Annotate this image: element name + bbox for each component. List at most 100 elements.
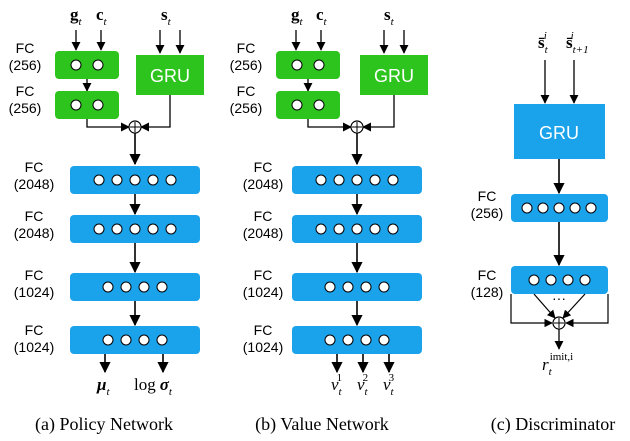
policy-neuron: [138, 334, 150, 346]
policy-neuron: [102, 334, 114, 346]
disc-neuron: [553, 202, 565, 214]
value-gru-block: [360, 55, 428, 95]
disc-neuron: [545, 274, 557, 286]
policy-merge-line-left: [86, 119, 130, 132]
disc-gru-block: [514, 104, 605, 159]
disc-caption: (c) Discriminator: [491, 414, 615, 435]
policy-neuron: [70, 99, 82, 111]
policy-neuron: [120, 281, 132, 293]
disc-sum-line-2: [562, 293, 586, 319]
policy-fc256-layer-1: [55, 51, 119, 79]
value-fc-units-1: (256): [230, 57, 263, 73]
policy-fc-units-3: (2048): [14, 176, 54, 192]
policy-fc256-layer-2: [55, 91, 119, 119]
value-caption: (b) Value Network: [255, 414, 389, 435]
disc-sum-line-1: [533, 293, 556, 319]
policy-fc-label-1: FC: [16, 40, 35, 56]
policy-fc-label-3: FC: [25, 159, 44, 175]
value-output-3: vt3: [383, 372, 395, 398]
policy-neuron: [111, 174, 123, 186]
policy-fc-label-4: FC: [25, 208, 44, 224]
policy-neuron: [120, 334, 132, 346]
policy-neuron: [147, 174, 159, 186]
disc-ellipsis: ···: [552, 290, 566, 306]
policy-fc-units-4: (2048): [14, 225, 54, 241]
value-neuron: [360, 281, 372, 293]
value-neuron: [360, 334, 372, 346]
disc-neuron: [537, 202, 549, 214]
policy-fc-label-6: FC: [25, 322, 44, 338]
disc-sum-line-left: [510, 294, 553, 328]
value-fc-label-1: FC: [237, 40, 256, 56]
discriminator-panel: s̄ti s̄t+1i GRU FC (256) FC (128) ···: [471, 30, 616, 435]
disc-fc-label-2: FC: [478, 267, 497, 283]
policy-input-context: ct: [96, 5, 108, 28]
policy-neuron: [102, 281, 114, 293]
disc-sum-line-right: [565, 294, 609, 328]
value-fc-label-5: FC: [254, 267, 273, 283]
policy-neuron: [70, 59, 82, 71]
value-fc-units-5: (1024): [243, 284, 283, 300]
policy-output-mu: μt: [96, 375, 110, 398]
value-neuron: [378, 334, 390, 346]
value-neuron: [387, 223, 399, 235]
value-fc-label-3: FC: [254, 159, 273, 175]
disc-fc128-layer: [511, 266, 608, 294]
policy-fc-label-5: FC: [25, 267, 44, 283]
policy-fc-label-2: FC: [16, 83, 35, 99]
value-neuron: [333, 174, 345, 186]
policy-neuron: [129, 174, 141, 186]
value-neuron: [291, 99, 303, 111]
value-merge-line-right: [362, 95, 395, 132]
value-fc-units-2: (256): [230, 100, 263, 116]
value-neuron: [351, 174, 363, 186]
value-input-state: st: [384, 5, 395, 28]
value-fc-units-4: (2048): [243, 225, 283, 241]
policy-neuron: [93, 223, 105, 235]
disc-gru-label: GRU: [539, 123, 579, 143]
policy-neuron: [156, 281, 168, 293]
disc-neuron: [562, 274, 574, 286]
value-output-1: vt1: [331, 372, 343, 398]
value-fc-label-2: FC: [237, 83, 256, 99]
disc-output-reward: rtimit,i: [542, 351, 573, 378]
disc-input-1: s̄ti: [538, 30, 549, 56]
policy-neuron: [93, 174, 105, 186]
policy-fc1024-layer-2: [70, 326, 200, 354]
disc-input-2: s̄t+1i: [566, 30, 589, 56]
policy-merge-line-right: [140, 95, 171, 132]
value-neuron: [378, 281, 390, 293]
value-input-goal: gt: [291, 5, 304, 28]
policy-neuron: [92, 99, 104, 111]
value-fc-units-3: (2048): [243, 176, 283, 192]
policy-neuron: [147, 223, 159, 235]
value-gru-label: GRU: [374, 66, 414, 86]
disc-fc-units-2: (128): [471, 284, 504, 300]
value-fc-label-4: FC: [254, 208, 273, 224]
disc-neuron: [569, 202, 581, 214]
policy-fc-units-5: (1024): [14, 284, 54, 300]
disc-fc-label-1: FC: [478, 188, 497, 204]
policy-neuron: [92, 59, 104, 71]
value-fc-units-6: (1024): [243, 339, 283, 355]
value-fc1024-layer-2: [292, 326, 422, 354]
value-neuron: [315, 174, 327, 186]
value-neuron: [387, 174, 399, 186]
value-neuron: [351, 223, 363, 235]
policy-neuron: [165, 223, 177, 235]
policy-fc-units-1: (256): [9, 57, 42, 73]
value-network-panel: gt ct st FC (256) FC (256) GRU FC (2048)…: [230, 5, 428, 435]
value-neuron: [369, 223, 381, 235]
value-neuron: [313, 59, 325, 71]
value-neuron: [313, 99, 325, 111]
value-fc1024-layer-1: [292, 273, 422, 301]
disc-neuron: [528, 274, 540, 286]
value-merge-line-left: [307, 119, 352, 132]
value-input-context: ct: [316, 5, 328, 28]
policy-input-goal: gt: [70, 5, 83, 28]
value-neuron: [333, 223, 345, 235]
policy-neuron: [138, 281, 150, 293]
value-neuron: [342, 334, 354, 346]
policy-neuron: [165, 174, 177, 186]
